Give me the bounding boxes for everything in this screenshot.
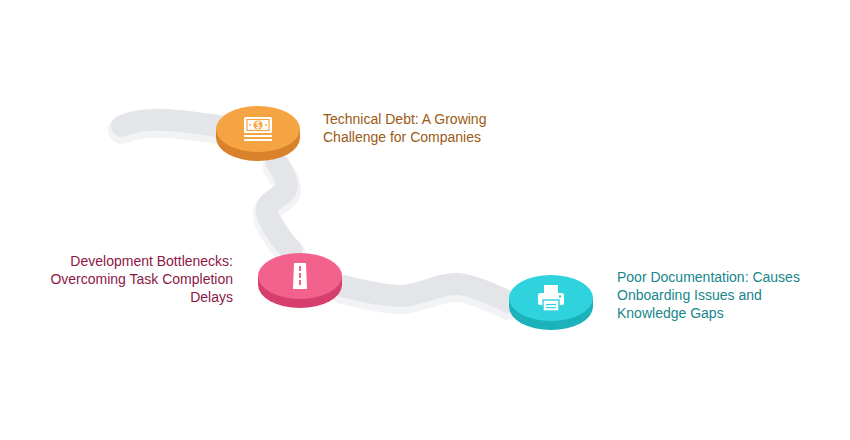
milestone-disc: Technical Debt: A Growing Challenge for … [215,103,301,163]
road-segment [343,284,508,302]
road-tail [122,120,232,128]
milestone-label: Poor Documentation: Causes Onboarding Is… [617,268,812,322]
milestone-label: Technical Debt: A Growing Challenge for … [323,110,503,146]
milestone-label: Development Bottlenecks: Overcoming Task… [48,252,233,306]
road-connector [343,284,508,306]
disc-shape [215,103,301,163]
icon [244,117,272,141]
milestone-disc: Development Bottlenecks: Overcoming Task… [257,250,343,310]
road-connector [267,163,292,254]
icon [538,285,564,311]
disc-shape [257,250,343,310]
milestone-disc: Poor Documentation: Causes Onboarding Is… [508,272,594,332]
road-segment [267,163,292,250]
icon [293,263,307,289]
disc-shape [508,272,594,332]
